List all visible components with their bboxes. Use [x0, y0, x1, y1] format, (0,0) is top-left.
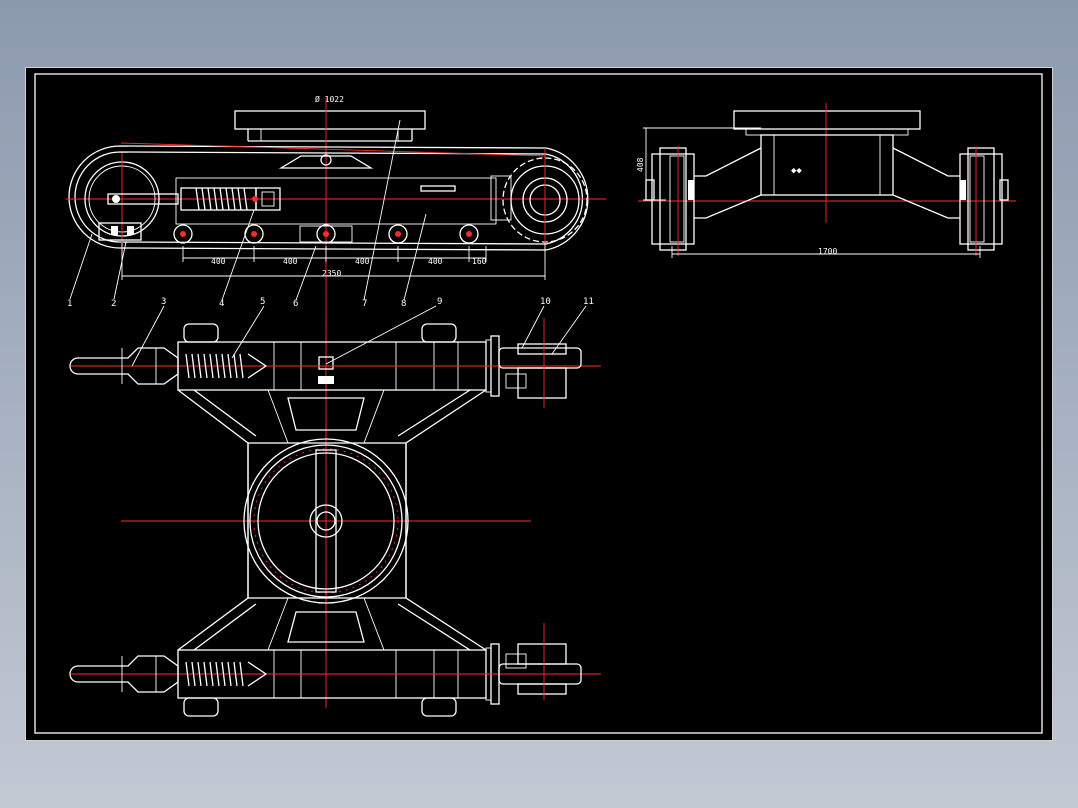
plan-drive-top: [498, 318, 582, 408]
part-label-7: 7: [362, 299, 367, 309]
part-label-1: 1: [67, 299, 72, 309]
plan-drive-bottom: [498, 623, 582, 700]
track-frame: [175, 177, 497, 225]
dim-pitch-1: 400: [211, 257, 226, 266]
end-turntable-plate: [733, 110, 921, 130]
cad-drawing-viewport[interactable]: Ø 1022: [25, 67, 1053, 741]
drawing-frame: [34, 73, 1043, 734]
end-width-dim: 1700: [818, 247, 837, 256]
part-label-2: 2: [111, 299, 116, 309]
end-track-right: [959, 146, 1009, 256]
part-label-9: 9: [437, 297, 442, 307]
end-height-dim: 408: [636, 157, 645, 172]
plan-frame-top: [69, 323, 601, 397]
side-view: Ø 1022: [66, 94, 606, 328]
part-label-4: 4: [219, 299, 224, 309]
turntable-plate: [234, 110, 426, 130]
plan-center-body: [177, 389, 487, 651]
side-dimensions: 400 400 400 400 160 2350: [121, 243, 546, 280]
plan-frame-bottom: [69, 643, 601, 717]
dim-pitch-4: 400: [428, 257, 443, 266]
track-rollers: [173, 224, 479, 244]
slewing-ring: [243, 438, 409, 604]
dim-pitch-3: 400: [355, 257, 370, 266]
dim-end-offset: 160: [472, 257, 487, 266]
dim-pitch-2: 400: [283, 257, 298, 266]
end-center-mark: ◆◆: [791, 166, 802, 176]
cad-drawing-canvas: Ø 1022: [34, 73, 1043, 734]
drive-sprocket: [490, 148, 588, 258]
part-label-5: 5: [260, 297, 265, 307]
dim-diameter-label: Ø 1022: [315, 94, 344, 104]
dim-total-length: 2350: [322, 269, 341, 278]
part-label-6: 6: [293, 299, 298, 309]
end-view: ◆◆ 408 1700: [636, 103, 1016, 258]
plan-leaders: [131, 305, 587, 367]
plan-view: [69, 318, 601, 717]
part-label-11: 11: [583, 297, 594, 307]
track-outline: [68, 145, 589, 251]
part-label-10: 10: [540, 297, 551, 307]
part-label-3: 3: [161, 297, 166, 307]
part-label-8: 8: [401, 299, 406, 309]
tension-spring: [195, 187, 248, 211]
part-leaders: [69, 119, 427, 301]
